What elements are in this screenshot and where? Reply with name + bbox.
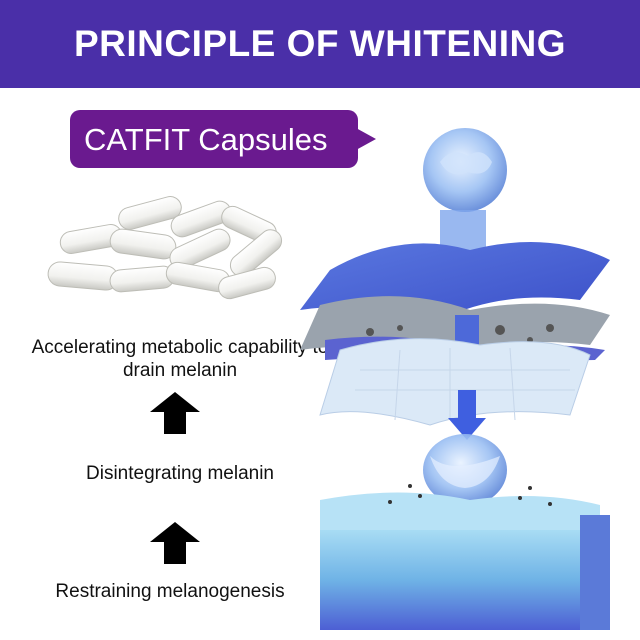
up-arrow-icon (150, 392, 200, 434)
step-disintegrating-melanin: Disintegrating melanin (86, 463, 274, 484)
step-restraining-melanogenesis: Restraining melanogenesis (55, 581, 285, 602)
badge-shape (70, 110, 376, 168)
skin-layers-illustration (300, 128, 610, 630)
up-arrow-icon (150, 522, 200, 564)
title-banner: PRINCIPLE OF WHITENING (0, 0, 640, 88)
step-accelerating-metabolic: Accelerating metabolic capability to dra… (31, 337, 329, 381)
product-badge: CATFIT Capsules (70, 110, 376, 170)
capsules-image (47, 196, 283, 300)
page-title: PRINCIPLE OF WHITENING (74, 23, 566, 64)
badge-label: CATFIT Capsules (84, 122, 328, 157)
